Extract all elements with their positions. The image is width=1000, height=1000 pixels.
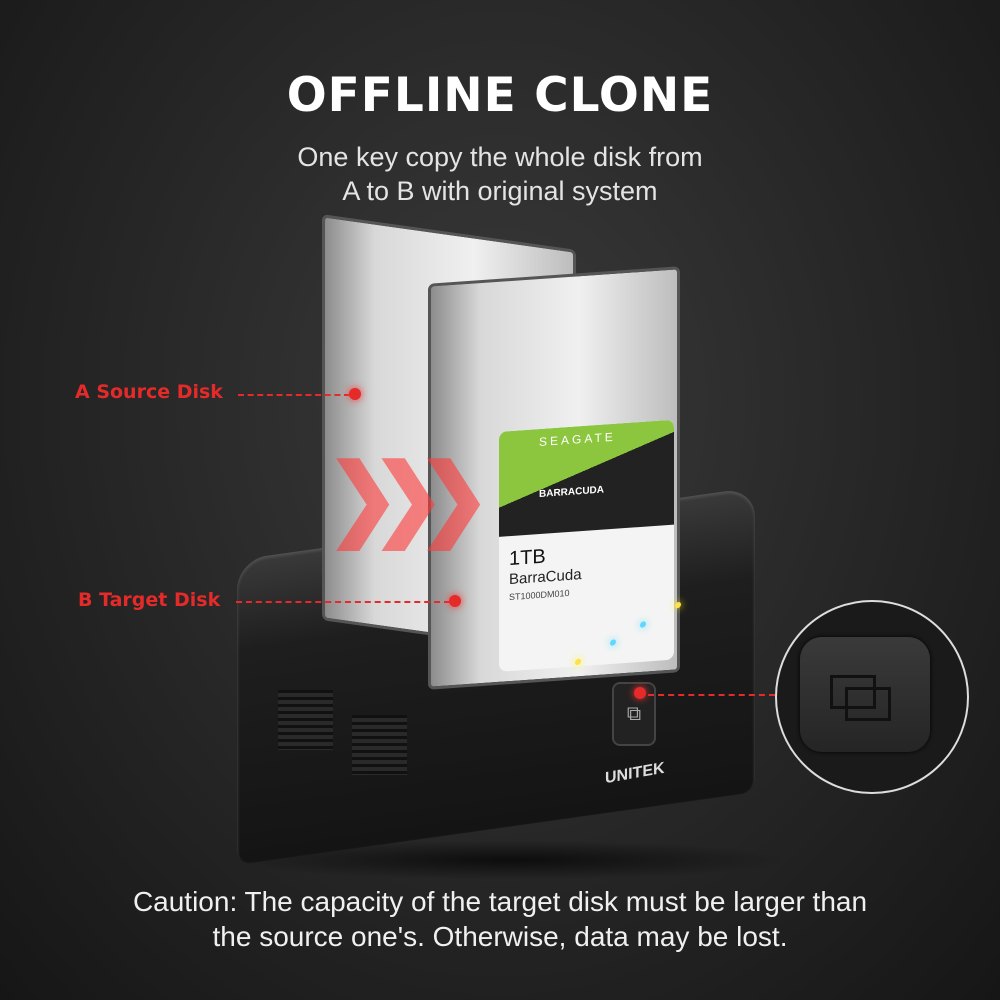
source-dashed-line [238,394,350,396]
transfer-arrows-icon: ❯❯❯ [325,448,491,548]
button-zoom-callout [775,600,969,794]
caution-line-2: the source one's. Otherwise, data may be… [212,921,788,952]
target-dashed-line [236,601,450,603]
disk-model: BARRACUDA [539,484,604,501]
target-marker [449,595,461,607]
led [640,620,646,629]
led [675,601,681,609]
zoomed-clone-button [800,637,930,752]
caution-line-1: Caution: The capacity of the target disk… [132,886,868,917]
target-disk-label: B Target Disk [78,589,221,611]
source-disk-label: A Source Disk [75,381,223,403]
vent [352,715,407,775]
source-marker [349,388,361,400]
led [610,638,616,647]
vent [278,690,333,750]
label-banner: SEAGATE BARRACUDA [499,419,674,537]
clone-icon-front [845,687,891,721]
subtitle-line-2: A to B with original system [342,176,658,206]
led [575,658,581,666]
clone-icon [830,675,876,709]
subtitle-line-1: One key copy the whole disk from [297,142,703,172]
button-marker [634,687,646,699]
button-dashed-line [648,694,775,696]
page-title: OFFLINE CLONE [286,68,714,123]
